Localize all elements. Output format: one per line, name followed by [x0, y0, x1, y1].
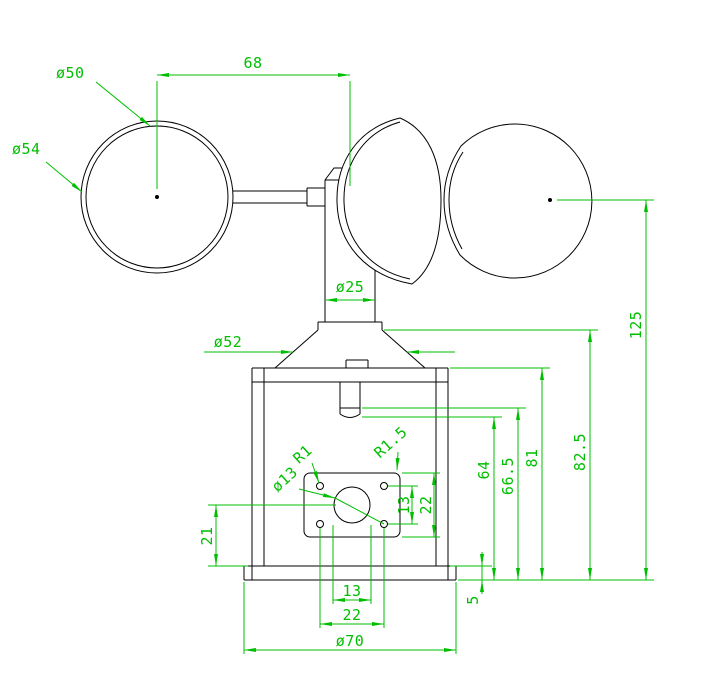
middle-cup-outline [336, 117, 442, 285]
right-cup-outline [443, 123, 593, 279]
dim-label-dia13: ø13 [268, 463, 301, 496]
leader-lines [45, 81, 400, 525]
housing-top-flange [251, 359, 449, 383]
right-cup-rim-line [448, 151, 464, 250]
right-cup [443, 123, 593, 279]
mounting-cone [274, 329, 426, 369]
dim-label-22-side: 22 [417, 495, 435, 514]
dim-label-dia54: ø54 [12, 140, 41, 158]
center-hole [333, 486, 371, 524]
leader-dia13 [298, 488, 336, 499]
dim-label-22-bottom: 22 [342, 606, 361, 624]
corner-hole-top-right [380, 482, 388, 490]
corner-hole-top-left [316, 482, 324, 490]
base-plate [243, 565, 457, 581]
dim-label-64: 64 [475, 460, 493, 479]
dimension-lines [45, 73, 654, 654]
dim-label-dia70: ø70 [336, 632, 365, 650]
part-outlines [80, 117, 593, 581]
leader-r1-5 [395, 451, 400, 471]
dim-label-dia25: ø25 [336, 278, 365, 296]
dim-label-81: 81 [523, 448, 541, 467]
corner-hole-bottom-right [380, 520, 388, 528]
middle-cup-rim-line [343, 121, 411, 280]
rotor-arm [233, 187, 325, 207]
leader-dia13-through [334, 497, 385, 525]
left-cup [80, 120, 234, 274]
dim-label-5: 5 [464, 595, 482, 605]
left-cup-center-dot [155, 195, 159, 199]
dim-label-13-side: 13 [395, 495, 413, 514]
dim-label-13-bottom: 13 [342, 582, 361, 600]
housing-body [251, 382, 449, 566]
dim-label-21: 21 [198, 526, 216, 545]
leader-dia50 [95, 81, 151, 127]
dim-label-125: 125 [627, 311, 645, 340]
leader-dia54 [45, 161, 83, 193]
leader-r1 [311, 462, 320, 484]
measure-lines [157, 73, 648, 652]
dim-label-66-5: 66.5 [499, 457, 517, 495]
corner-hole-bottom-left [316, 520, 324, 528]
dim-label-dia50: ø50 [56, 64, 85, 82]
dim-label-82-5: 82.5 [571, 433, 589, 471]
right-cup-center-dot [548, 198, 552, 202]
dim-label-r1-5: R1.5 [370, 423, 410, 462]
dim-label-68: 68 [243, 54, 262, 72]
middle-cup [336, 117, 442, 285]
extension-lines [156, 81, 654, 654]
cable-connector [339, 382, 361, 418]
dim-label-dia52: ø52 [214, 333, 243, 351]
